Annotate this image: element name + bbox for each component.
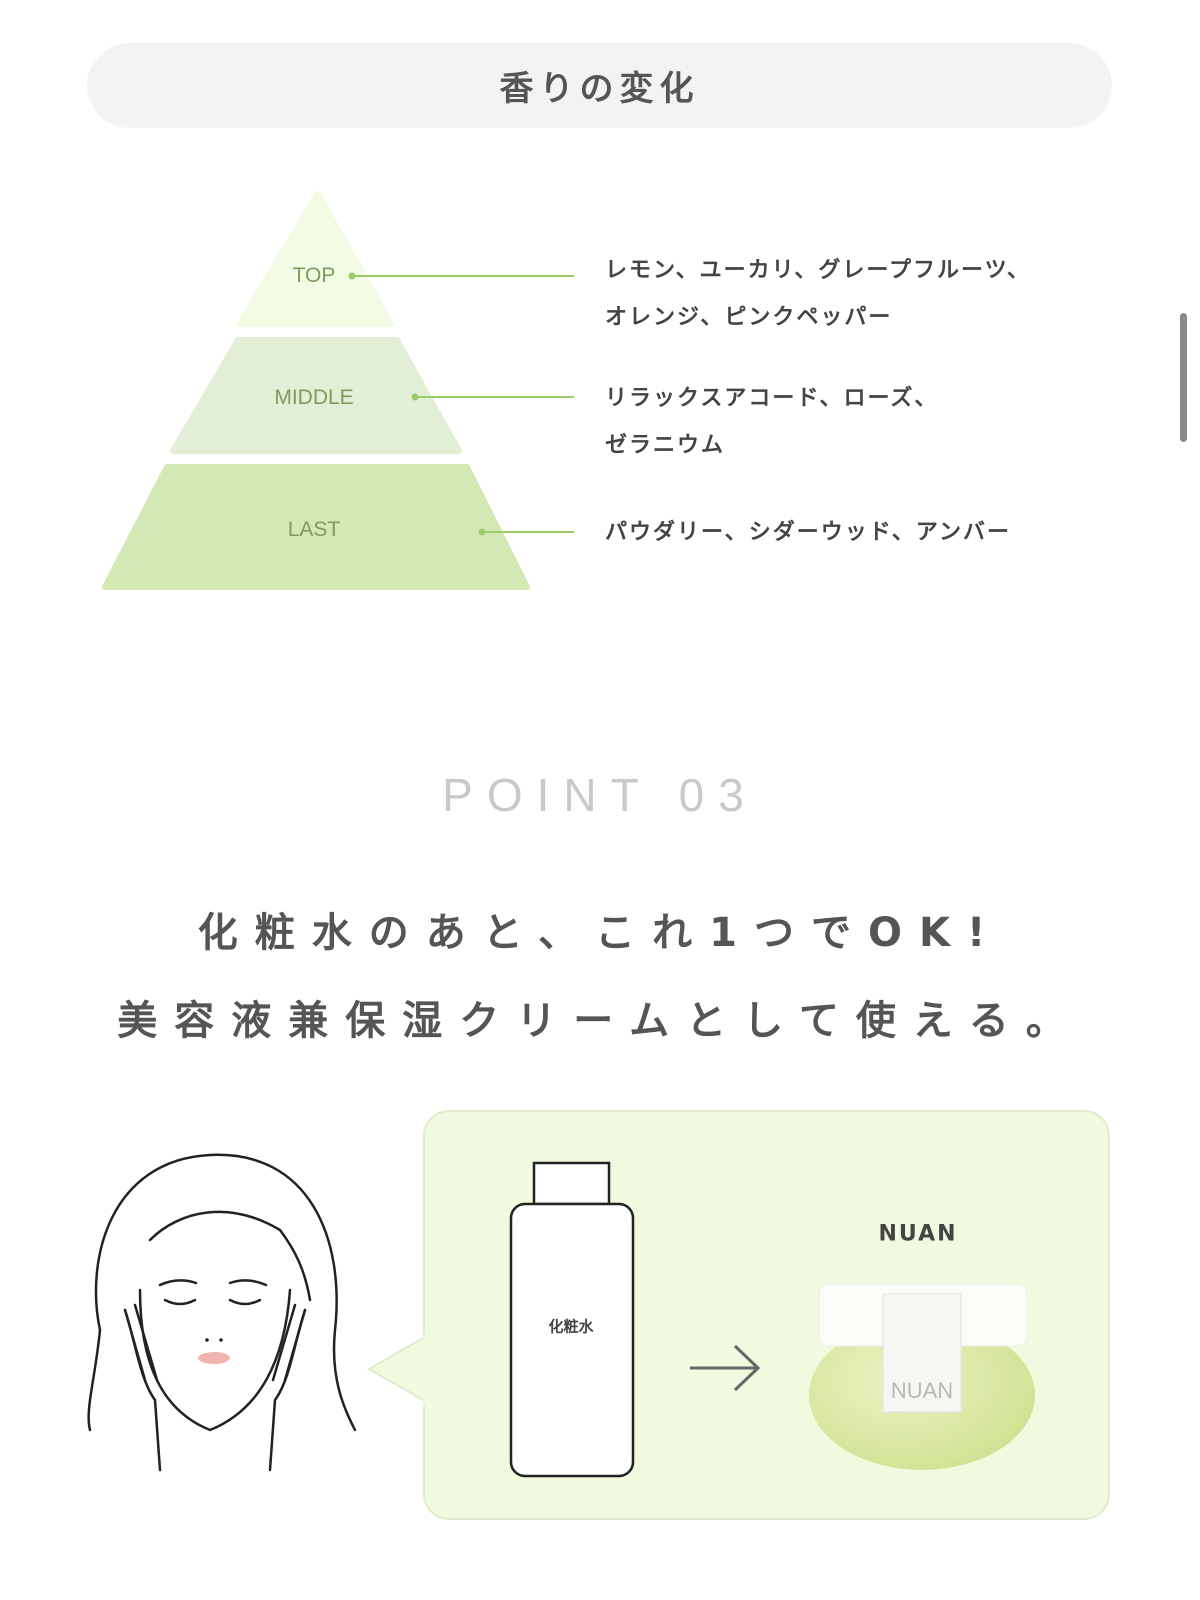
point-label: POINT 03 (442, 769, 758, 821)
jar-logo: NUAN (891, 1378, 953, 1403)
note-line: レモン、ユーカリ、グレープフルーツ、 (605, 258, 1031, 283)
product-name: NUAN (878, 1221, 958, 1247)
pyramid-middle-tier (170, 337, 462, 454)
tier-label-middle: MIDDLE (274, 386, 354, 409)
note-line: ゼラニウム (605, 433, 726, 458)
speech-pointer (366, 1335, 428, 1405)
headline-line-2: 美容液兼保湿クリームとして使える。 (117, 998, 1083, 1044)
woman-face-illustration (87, 1153, 357, 1472)
tier-label-top: TOP (292, 264, 336, 287)
middle-notes: リラックスアコード、ローズ、 ゼラニウム (605, 375, 938, 469)
note-line: オレンジ、ピンクペッパー (605, 305, 893, 330)
section-title: 香りの変化 (87, 43, 1112, 128)
arrow-right-icon (690, 1344, 761, 1392)
note-line: パウダリー、シダーウッド、アンバー (605, 520, 1012, 545)
headline-line-1: 化粧水のあと、これ1つでOK! (197, 910, 1003, 956)
bottle-label: 化粧水 (548, 1317, 594, 1336)
top-notes: レモン、ユーカリ、グレープフルーツ、 オレンジ、ピンクペッパー (605, 247, 1031, 341)
last-notes: パウダリー、シダーウッド、アンバー (605, 509, 1011, 556)
tier-label-last: LAST (287, 518, 341, 541)
note-line: リラックスアコード、ローズ、 (605, 386, 939, 411)
scrollbar[interactable] (1180, 313, 1187, 442)
pyramid-top-tier (237, 191, 394, 327)
scent-pyramid (102, 191, 574, 590)
toner-bottle-icon (509, 1161, 635, 1478)
pyramid-last-tier (102, 464, 530, 590)
lips-icon (198, 1352, 230, 1364)
nuan-cream-jar: NUAN (809, 1283, 1035, 1470)
